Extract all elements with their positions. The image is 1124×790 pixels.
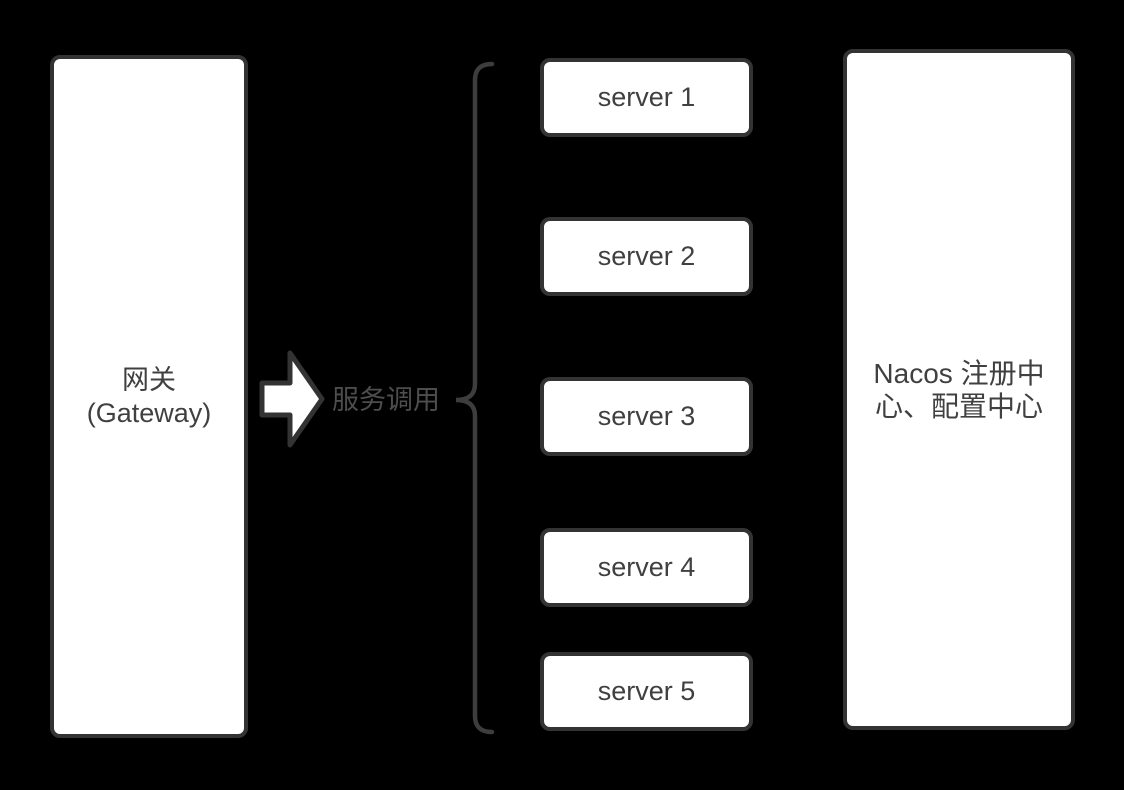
server-node-5: server 5: [540, 652, 753, 731]
service-call-label: 服务调用: [332, 385, 440, 415]
server-node-4: server 4: [540, 528, 753, 607]
server-label: server 2: [597, 241, 696, 271]
block-arrow-right-icon: [259, 350, 325, 448]
server-node-3: server 3: [540, 377, 753, 456]
nacos-label-line2: 心、配置中心: [874, 390, 1043, 422]
server-label: server 1: [597, 82, 696, 112]
gateway-node: 网关 (Gateway): [50, 55, 248, 738]
gateway-label-line2: (Gateway): [86, 397, 212, 428]
server-label: server 4: [597, 552, 696, 582]
server-node-2: server 2: [540, 217, 753, 296]
server-label: server 3: [597, 401, 696, 431]
nacos-node: Nacos 注册中 心、配置中心: [843, 49, 1075, 730]
curly-brace-icon: [455, 61, 495, 735]
gateway-label-line1: 网关: [122, 364, 176, 395]
server-label: server 5: [597, 676, 696, 706]
server-node-1: server 1: [540, 58, 753, 137]
nacos-label-line1: Nacos 注册中: [873, 357, 1045, 389]
